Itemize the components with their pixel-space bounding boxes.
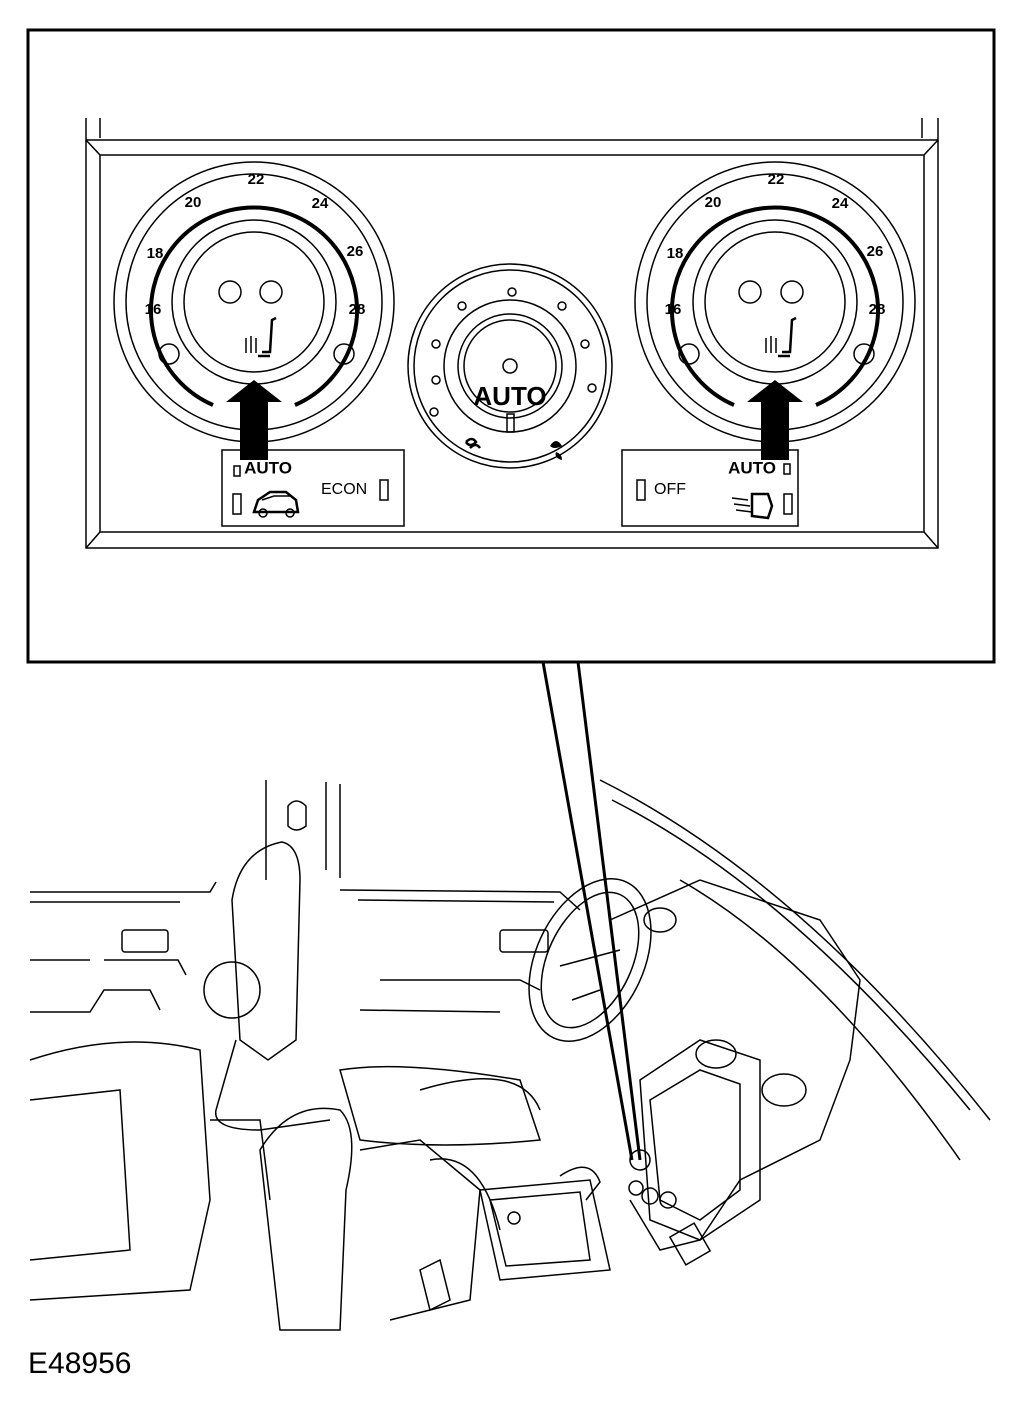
center-knob-led	[502, 358, 518, 374]
callout-pointer-left	[541, 661, 634, 1161]
rear-door	[30, 881, 261, 1019]
left-scale-26: 26	[347, 243, 364, 260]
detail-callout	[26, 28, 996, 1161]
rear-door-handle	[121, 929, 169, 953]
front-door	[339, 889, 581, 1013]
hazard-button	[668, 1222, 712, 1266]
right-scale-20: 20	[705, 194, 722, 211]
right-scale-26: 26	[867, 243, 884, 260]
left-scale-28: 28	[349, 301, 366, 318]
right-auto-label[interactable]: AUTO	[728, 458, 776, 477]
right-arrow-icon	[747, 380, 803, 460]
econ-led	[379, 479, 389, 501]
left-dial-side-led-left	[158, 343, 180, 365]
rear-seats	[29, 1041, 271, 1301]
fan-speed-dial[interactable]: AUTO	[407, 263, 613, 469]
right-scale-18: 18	[667, 245, 684, 262]
left-dial-side-led-right	[333, 343, 355, 365]
b-pillar	[265, 780, 341, 880]
driver-seat	[215, 841, 542, 1146]
center-auto-label[interactable]: AUTO	[473, 381, 546, 411]
left-button-cluster: AUTO ECON	[221, 449, 405, 527]
left-scale-24: 24	[312, 195, 329, 212]
right-dial-indicator-left	[738, 280, 762, 304]
screen-heat-led	[783, 493, 793, 515]
vehicle-interior	[29, 779, 991, 1331]
dashboard-stack	[609, 879, 861, 1266]
heated-seat-icon	[765, 316, 797, 358]
fan-high-icon	[550, 441, 562, 460]
left-dial-indicator-left	[218, 280, 242, 304]
climate-panel: 16 18 20 22 24 26 28 AUTO ECON	[85, 118, 939, 549]
left-arrow-icon	[226, 380, 282, 460]
left-scale-18: 18	[147, 245, 164, 262]
center-console	[419, 1166, 611, 1312]
off-label[interactable]: OFF	[654, 481, 686, 498]
heated-screen-icon[interactable]	[731, 492, 774, 520]
callout-pointer-right	[576, 661, 642, 1161]
center-vent-right	[761, 1073, 807, 1107]
figure-reference: E48956	[28, 1347, 131, 1380]
right-scale-24: 24	[832, 195, 849, 212]
left-scale-22: 22	[248, 171, 265, 188]
heated-seat-icon	[245, 316, 277, 358]
fan-low-icon	[464, 437, 482, 449]
right-button-cluster: OFF AUTO	[621, 449, 799, 527]
econ-label[interactable]: ECON	[321, 481, 367, 498]
left-scale-20: 20	[185, 194, 202, 211]
right-dial-side-led-right	[853, 343, 875, 365]
center-vent-left	[695, 1039, 737, 1069]
a-pillar	[599, 779, 991, 1161]
left-scale-16: 16	[145, 301, 162, 318]
steering-wheel	[528, 878, 652, 1042]
right-dial-indicator-right	[780, 280, 804, 304]
car-recirculation-icon[interactable]	[252, 490, 300, 518]
side-vent	[643, 907, 677, 933]
recirc-led	[232, 493, 242, 515]
right-scale-22: 22	[768, 171, 785, 188]
right-scale-16: 16	[665, 301, 682, 318]
left-dial-indicator-right	[259, 280, 283, 304]
front-door-handle	[499, 929, 549, 953]
off-led	[636, 479, 646, 501]
right-dial-side-led-left	[678, 343, 700, 365]
left-auto-label: AUTO	[244, 458, 292, 477]
right-scale-28: 28	[869, 301, 886, 318]
fan-level-dots	[429, 287, 597, 417]
